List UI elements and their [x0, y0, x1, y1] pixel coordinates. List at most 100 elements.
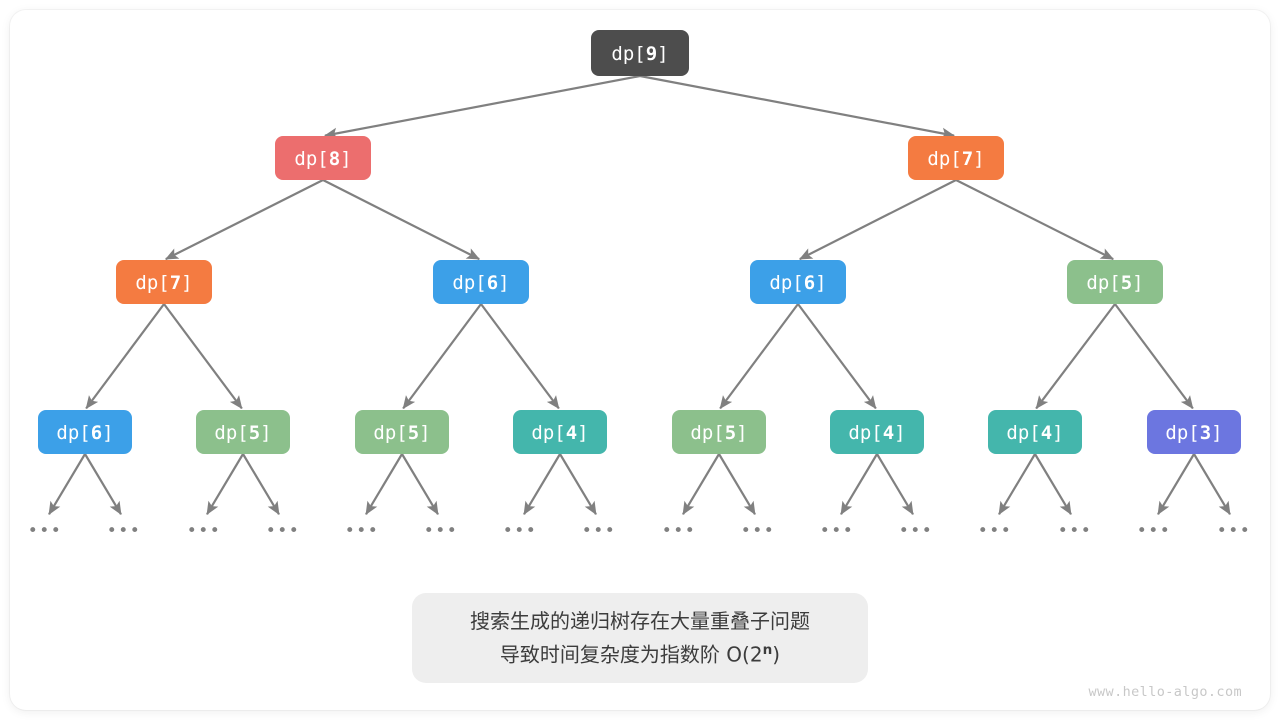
tree-leaf-edge-8 [682, 453, 720, 516]
tree-node-dp6[interactable]: dp[6] [38, 410, 132, 454]
tree-edge-6 [85, 303, 165, 410]
tree-leaf-edge-1 [84, 453, 122, 516]
tree-node-dp4[interactable]: dp[4] [513, 410, 607, 454]
ellipsis-8: ••• [662, 521, 697, 541]
node-shape [513, 410, 607, 454]
tree-node-dp3[interactable]: dp[3] [1147, 410, 1241, 454]
tree-node-dp7[interactable]: dp[7] [116, 260, 212, 304]
tree-edge-12 [1035, 303, 1116, 410]
tree-leaf-edge-7 [559, 453, 597, 516]
ellipsis-15: ••• [1217, 521, 1252, 541]
tree-nodes: dp[9] dp[8] dp[7] dp[7] dp[6] dp[6] dp[5] dp[6]… [38, 30, 1241, 454]
tree-leaf-edge-14 [1157, 453, 1195, 516]
node-shape [196, 410, 290, 454]
tree-edge-10 [719, 303, 799, 410]
ellipsis-7: ••• [582, 521, 617, 541]
tree-edge-2 [165, 179, 324, 261]
node-shape [830, 410, 924, 454]
ellipsis-5: ••• [424, 521, 459, 541]
tree-edges [85, 74, 1194, 410]
node-label: dp[7] [927, 148, 984, 170]
node-label: dp[5] [1086, 272, 1143, 294]
node-shape [672, 410, 766, 454]
tree-node-dp5[interactable]: dp[5] [1067, 260, 1163, 304]
node-shape [275, 136, 371, 180]
tree-edge-1 [639, 74, 955, 139]
tree-node-dp6[interactable]: dp[6] [433, 260, 529, 304]
tree-node-dp7[interactable]: dp[7] [908, 136, 1004, 180]
ellipsis-1: ••• [107, 521, 142, 541]
caption-box: 搜索生成的递归树存在大量重叠子问题 导致时间复杂度为指数阶 O(2n) [412, 593, 868, 683]
ellipsis-4: ••• [345, 521, 380, 541]
tree-edge-13 [1114, 303, 1194, 410]
tree-edge-3 [322, 179, 481, 261]
tree-node-dp9[interactable]: dp[9] [591, 30, 689, 76]
node-label: dp[8] [294, 148, 351, 170]
tree-leaf-edge-11 [876, 453, 914, 516]
ellipsis-9: ••• [741, 521, 776, 541]
tree-leaf-edge-0 [48, 453, 86, 516]
tree-leaf-edge-6 [523, 453, 561, 516]
node-label: dp[4] [531, 422, 588, 444]
ellipsis-2: ••• [187, 521, 222, 541]
ellipsis-6: ••• [503, 521, 538, 541]
tree-edge-7 [163, 303, 243, 410]
tree-leaf-edge-4 [365, 453, 403, 516]
node-label: dp[5] [690, 422, 747, 444]
node-shape [116, 260, 212, 304]
caption-exponent: n [762, 641, 773, 658]
tree-leaf-edge-2 [206, 453, 244, 516]
tree-edge-4 [798, 179, 957, 261]
node-label: dp[7] [135, 272, 192, 294]
tree-node-dp4[interactable]: dp[4] [988, 410, 1082, 454]
node-shape [591, 30, 689, 76]
node-shape [908, 136, 1004, 180]
ellipsis-12: ••• [978, 521, 1013, 541]
node-shape [1067, 260, 1163, 304]
node-label: dp[6] [56, 422, 113, 444]
ellipsis-11: ••• [899, 521, 934, 541]
node-shape [750, 260, 846, 304]
ellipsis-10: ••• [820, 521, 855, 541]
caption-line-2-prefix: 导致时间复杂度为指数阶 O(2 [499, 642, 763, 667]
tree-leaf-edge-10 [840, 453, 878, 516]
tree-node-dp5[interactable]: dp[5] [196, 410, 290, 454]
tree-edge-9 [480, 303, 560, 410]
tree-node-dp5[interactable]: dp[5] [672, 410, 766, 454]
ellipsis-3: ••• [266, 521, 301, 541]
node-label: dp[5] [214, 422, 271, 444]
node-label: dp[9] [611, 43, 668, 65]
node-label: dp[4] [848, 422, 905, 444]
tree-edge-5 [955, 179, 1114, 261]
tree-leaf-edges [48, 453, 1231, 516]
tree-node-dp6[interactable]: dp[6] [750, 260, 846, 304]
tree-leaf-edge-9 [718, 453, 756, 516]
tree-node-dp5[interactable]: dp[5] [355, 410, 449, 454]
ellipsis-0: ••• [28, 521, 63, 541]
tree-leaf-edge-3 [242, 453, 280, 516]
node-label: dp[6] [769, 272, 826, 294]
node-label: dp[6] [452, 272, 509, 294]
tree-edge-8 [402, 303, 482, 410]
tree-node-dp8[interactable]: dp[8] [275, 136, 371, 180]
ellipsis-13: ••• [1058, 521, 1093, 541]
caption-line-1: 搜索生成的递归树存在大量重叠子问题 [470, 608, 810, 633]
tree-node-dp4[interactable]: dp[4] [830, 410, 924, 454]
node-label: dp[3] [1165, 422, 1222, 444]
node-shape [38, 410, 132, 454]
tree-edge-11 [797, 303, 877, 410]
node-label: dp[5] [373, 422, 430, 444]
tree-leaf-edge-5 [401, 453, 439, 516]
node-shape [1147, 410, 1241, 454]
tree-ellipsis-row: ••• ••• ••• ••• ••• ••• ••• ••• ••• ••• ••• ••• ••• •… [28, 521, 1252, 541]
tree-leaf-edge-12 [998, 453, 1036, 516]
ellipsis-14: ••• [1137, 521, 1172, 541]
caption-line-2-suffix: ) [772, 642, 781, 667]
tree-leaf-edge-15 [1193, 453, 1231, 516]
node-shape [355, 410, 449, 454]
node-label: dp[4] [1006, 422, 1063, 444]
node-shape [988, 410, 1082, 454]
node-shape [433, 260, 529, 304]
